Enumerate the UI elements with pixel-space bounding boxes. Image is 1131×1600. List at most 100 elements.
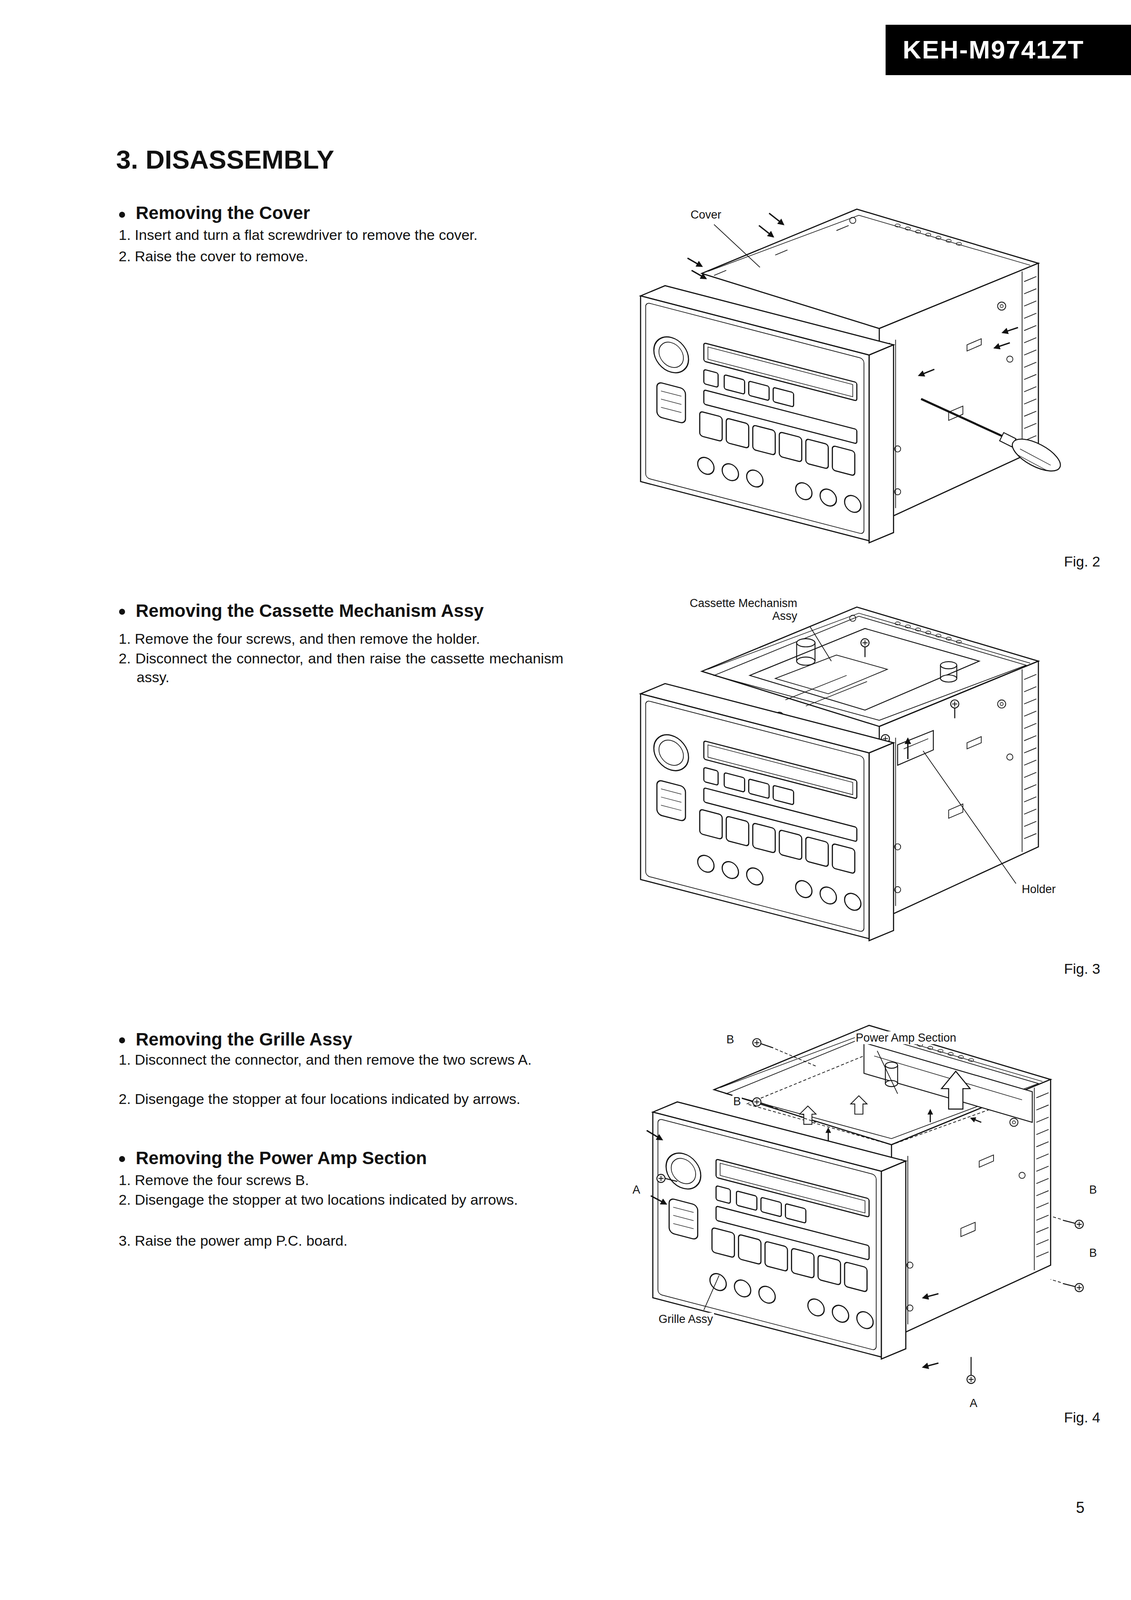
step-text: 2. Disengage the stopper at two location… bbox=[118, 1189, 564, 1209]
fig4-screws bbox=[656, 1038, 1084, 1384]
figure-number: Fig. 4 bbox=[1063, 1408, 1101, 1426]
line-art bbox=[810, 626, 832, 661]
line-art bbox=[760, 1043, 774, 1048]
step-text: 1. Remove the four screws B. bbox=[118, 1170, 564, 1190]
line-art bbox=[897, 730, 934, 765]
line-art bbox=[877, 1050, 898, 1094]
line-art bbox=[664, 1177, 678, 1181]
line-art bbox=[940, 674, 957, 683]
step-text: 2. Raise the cover to remove. bbox=[118, 246, 564, 266]
screw-symbol bbox=[1075, 1219, 1084, 1228]
line-art bbox=[775, 1107, 817, 1123]
model-number: KEH-M9741ZT bbox=[902, 24, 1085, 76]
bullet-dots bbox=[119, 211, 126, 1162]
step-text: 1. Disconnect the connector, and then re… bbox=[118, 1049, 564, 1069]
screw-label: B bbox=[1088, 1246, 1098, 1260]
figure-3 bbox=[640, 606, 1039, 941]
line-art bbox=[941, 1071, 971, 1109]
screw-symbol bbox=[656, 1174, 665, 1183]
part-name: Holder bbox=[1020, 882, 1057, 896]
line-art bbox=[760, 1102, 774, 1108]
header-bar: KEH-M9741ZT bbox=[885, 24, 1131, 76]
line-art bbox=[1050, 1279, 1062, 1283]
line-art bbox=[923, 750, 1016, 884]
line-art bbox=[1017, 448, 1051, 471]
grille-faceplate bbox=[640, 285, 894, 543]
line-art bbox=[769, 213, 784, 225]
line-art bbox=[691, 270, 706, 279]
line-art bbox=[1007, 432, 1065, 478]
step-text: 2. Disconnect the connector, and then ra… bbox=[118, 648, 564, 687]
line-art bbox=[687, 258, 702, 267]
line-art bbox=[664, 1043, 1076, 1376]
line-art bbox=[1050, 1215, 1062, 1219]
line-art bbox=[749, 628, 980, 710]
figure-number: Fig. 3 bbox=[1063, 959, 1101, 977]
screw-label: A bbox=[631, 1183, 642, 1196]
line-art bbox=[714, 616, 1027, 721]
step-heading: Removing the Cover bbox=[135, 202, 310, 224]
line-art bbox=[863, 1042, 1032, 1123]
screw-label: A bbox=[968, 1396, 979, 1410]
line-art bbox=[785, 675, 867, 706]
line-art bbox=[775, 1048, 817, 1067]
part-name: Cassette Mechanism Assy bbox=[681, 596, 799, 623]
line-art bbox=[1002, 327, 1018, 333]
figure-4 bbox=[652, 1025, 1051, 1359]
line-art bbox=[885, 1061, 898, 1068]
line-art bbox=[1062, 1219, 1076, 1223]
section-title: 3. DISASSEMBLY bbox=[116, 144, 335, 175]
line-art bbox=[940, 661, 957, 669]
line-art bbox=[119, 211, 126, 218]
figures bbox=[640, 209, 1084, 1384]
grille-faceplate bbox=[652, 1101, 907, 1359]
line-art bbox=[1062, 1283, 1076, 1287]
line-art bbox=[918, 369, 935, 376]
line-art bbox=[119, 1037, 126, 1044]
line-art bbox=[646, 1130, 662, 1140]
step-heading: Removing the Cassette Mechanism Assy bbox=[135, 600, 484, 622]
part-name: Grille Assy bbox=[657, 1312, 715, 1326]
screwdriver bbox=[921, 398, 1065, 478]
line-art bbox=[796, 656, 816, 665]
line-art bbox=[714, 225, 849, 276]
screw-symbol bbox=[950, 699, 959, 709]
line-art bbox=[650, 1195, 667, 1204]
grille-faceplate bbox=[640, 683, 894, 941]
line-art bbox=[703, 1275, 720, 1310]
stopper-arrows bbox=[687, 213, 1018, 376]
line-art bbox=[970, 1356, 972, 1376]
step-text: 1. Remove the four screws, and then remo… bbox=[118, 629, 564, 648]
page-number: 5 bbox=[1075, 1498, 1085, 1516]
screw-symbol bbox=[752, 1097, 761, 1106]
line-art bbox=[994, 342, 1010, 348]
line-art bbox=[775, 1048, 1061, 1283]
screw-symbol bbox=[967, 1375, 976, 1384]
line-art bbox=[796, 638, 816, 647]
screw-label: B bbox=[1088, 1183, 1098, 1196]
line-art bbox=[119, 1155, 126, 1162]
leader-lines bbox=[810, 626, 1017, 884]
line-art bbox=[850, 1095, 867, 1114]
step-text: 3. Raise the power amp P.C. board. bbox=[118, 1230, 564, 1250]
line-art bbox=[799, 1105, 817, 1125]
part-name: Power Amp Section bbox=[854, 1031, 958, 1044]
step-text: 1. Insert and turn a flat screwdriver to… bbox=[118, 225, 564, 245]
line-art bbox=[929, 1109, 931, 1123]
screw-label: B bbox=[725, 1032, 735, 1046]
line-art bbox=[827, 1128, 829, 1141]
leader-lines bbox=[703, 1050, 898, 1310]
line-art bbox=[970, 1117, 982, 1123]
stopper-arrows bbox=[646, 1130, 939, 1367]
line-art bbox=[874, 1055, 1023, 1100]
line-art bbox=[923, 1293, 939, 1298]
screw-symbol bbox=[860, 638, 869, 647]
line-art bbox=[726, 1034, 1039, 1139]
line-art bbox=[923, 1362, 939, 1368]
screw-label: B bbox=[732, 1094, 742, 1108]
stopper-arrows bbox=[828, 1109, 982, 1141]
figure-2 bbox=[640, 209, 1066, 543]
leader-line bbox=[714, 224, 761, 268]
screw-symbol bbox=[1075, 1283, 1084, 1292]
